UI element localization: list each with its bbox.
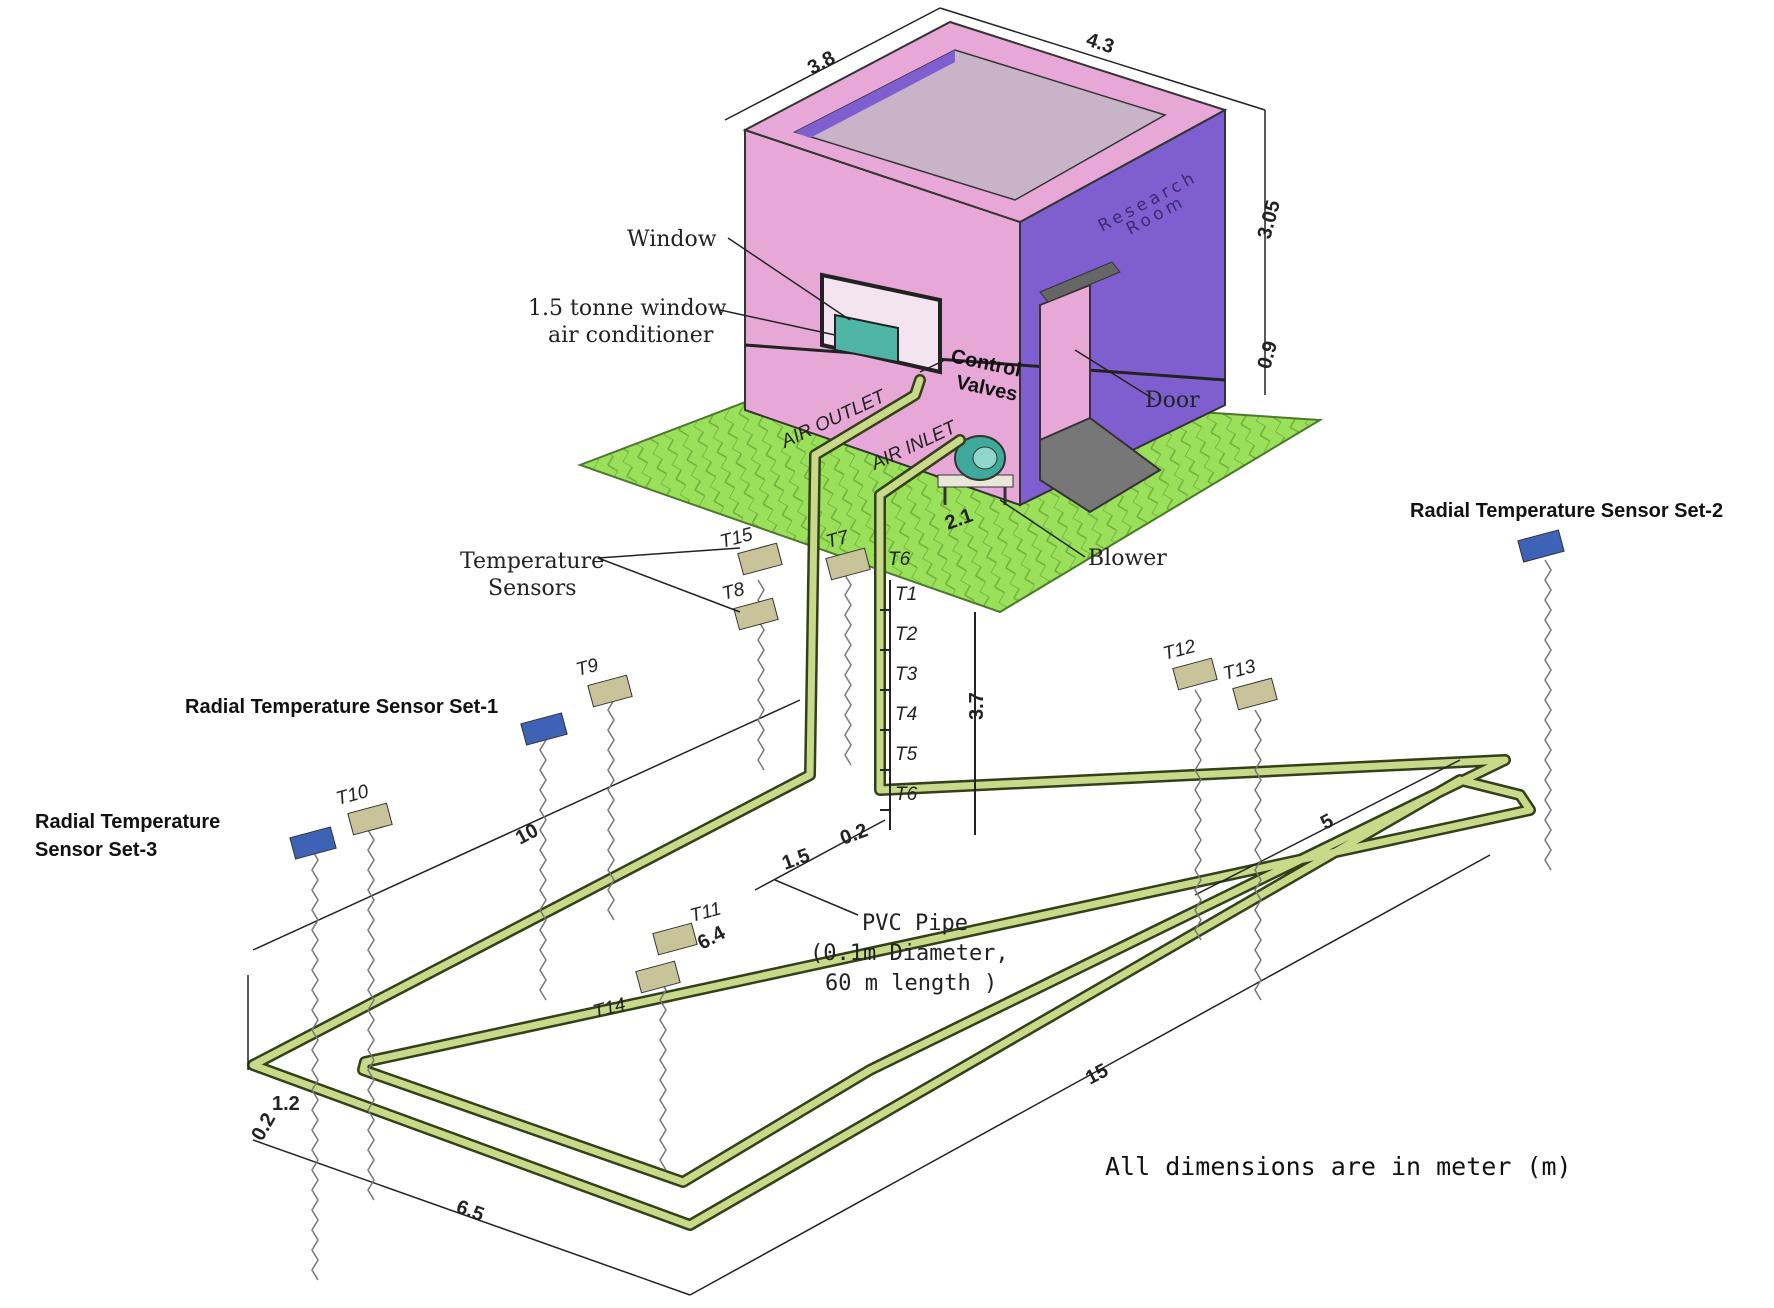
label-ac-2: air conditioner xyxy=(548,323,714,348)
dim-1-5: 1.5 xyxy=(779,845,813,875)
label-ac-1: 1.5 tonne window xyxy=(528,296,727,321)
label-temp-sensors-2: Sensors xyxy=(488,576,577,601)
dim-10: 10 xyxy=(512,820,542,850)
dim-15: 15 xyxy=(1082,1060,1112,1090)
dim-room-width: 3.8 xyxy=(804,47,839,79)
label-t14: T14 xyxy=(591,994,628,1023)
label-pvc-2: (0.1m Diameter, xyxy=(810,941,1009,966)
dim-depth: 3.7 xyxy=(966,692,988,720)
sensor-t13-box xyxy=(1232,677,1278,711)
dim-6-4: 6.4 xyxy=(694,922,730,955)
label-radial-set-3-line1: Radial Temperature xyxy=(35,811,220,833)
dim-room-height: 3.05 xyxy=(1254,198,1285,241)
sensor-t11-box xyxy=(652,922,698,956)
label-radial-set-2: Radial Temperature Sensor Set-2 xyxy=(1410,500,1723,522)
label-pvc-3: 60 m length ) xyxy=(825,971,997,996)
label-t10: T10 xyxy=(334,781,371,810)
depth-label-t2: T2 xyxy=(895,624,918,645)
air-conditioner xyxy=(834,313,899,364)
label-radial-set-3-line2: Sensor Set-3 xyxy=(35,839,157,861)
label-temp-sensors-1: Temperature xyxy=(460,549,604,574)
door xyxy=(1039,283,1091,442)
depth-label-t1: T1 xyxy=(895,584,917,605)
sensor-t15-box xyxy=(737,542,783,576)
label-window: Window xyxy=(627,227,717,252)
label-blower: Blower xyxy=(1088,546,1167,571)
label-door: Door xyxy=(1145,388,1200,413)
radial-set-3-box xyxy=(289,826,337,860)
steps xyxy=(1039,416,1162,514)
dim-plinth: 0.9 xyxy=(1254,339,1282,372)
blower xyxy=(937,435,1014,505)
label-radial-set-1: Radial Temperature Sensor Set-1 xyxy=(185,696,498,718)
label-t12: T12 xyxy=(1161,636,1198,665)
depth-label-t5: T5 xyxy=(895,744,918,765)
units-note: All dimensions are in meter (m) xyxy=(1105,1152,1572,1181)
dim-0-2: 0.2 xyxy=(837,820,871,850)
label-t6: T6 xyxy=(888,549,911,570)
callout-lines xyxy=(597,237,1156,916)
sensor-wires xyxy=(311,554,1552,1281)
label-t9: T9 xyxy=(574,655,601,681)
dim-1-2: 1.2 xyxy=(272,1093,300,1115)
label-t13: T13 xyxy=(1221,656,1258,685)
label-t8: T8 xyxy=(720,579,747,605)
dimension-lines xyxy=(247,7,1491,1296)
sensor-t10-box xyxy=(347,802,393,836)
depth-axis xyxy=(880,580,976,835)
research-room xyxy=(742,20,1228,514)
door-canopy xyxy=(1039,261,1121,303)
depth-label-t3: T3 xyxy=(895,664,918,685)
sensor-t9-box xyxy=(587,674,633,708)
depth-label-t4: T4 xyxy=(895,704,917,725)
sensor-t8-box xyxy=(733,597,779,631)
radial-set-2-box xyxy=(1517,529,1565,563)
depth-label-t6: T6 xyxy=(895,784,918,805)
label-pvc-1: PVC Pipe xyxy=(862,911,968,936)
sensor-t7-box xyxy=(825,547,871,581)
radial-set-1-box xyxy=(520,712,568,746)
pvc-pipe xyxy=(247,374,1536,1231)
sensor-t12-box xyxy=(1172,657,1218,691)
sensor-t14-box xyxy=(635,960,681,994)
temperature-sensors xyxy=(289,529,1565,994)
